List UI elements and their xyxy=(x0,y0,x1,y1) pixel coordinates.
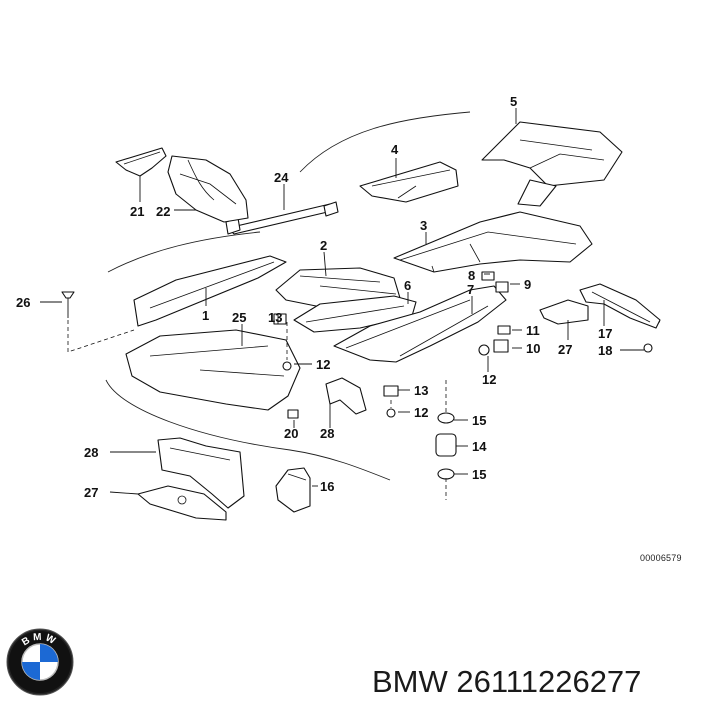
part-27-bracket xyxy=(539,299,589,325)
callout-21: 22 xyxy=(156,204,170,219)
callout-20: 21 xyxy=(130,204,144,219)
callout-17: 17 xyxy=(598,326,612,341)
part-number-label: BMW 26111226277 xyxy=(372,664,642,699)
callout-11: 11 xyxy=(526,323,540,338)
part-23-underbody-panel xyxy=(125,329,301,411)
part-25-plate xyxy=(137,485,227,521)
callout-14: 14 xyxy=(472,439,487,454)
callout-18: 18 xyxy=(598,343,612,358)
callout-23: 25 xyxy=(232,310,246,325)
callout-16: 16 xyxy=(320,479,334,494)
part-16-cover xyxy=(275,467,311,513)
part-4-strip xyxy=(359,161,459,203)
part-1-front-rail xyxy=(133,255,287,327)
part-21-shield xyxy=(167,155,249,223)
callout-26: 28 xyxy=(84,445,98,460)
callout-12-center: 12 xyxy=(414,405,428,420)
svg-text:BMW: BMW xyxy=(20,632,60,649)
callout-3: 3 xyxy=(420,218,427,233)
part-3-tunnel-plate xyxy=(393,211,593,273)
callout-13-left: 13 xyxy=(268,310,282,325)
callout-19: 20 xyxy=(284,426,298,441)
part-7-cross-member xyxy=(333,285,507,363)
guide-lines xyxy=(67,320,447,500)
bmw-logo: BMW xyxy=(6,628,74,696)
callout-labels: 5 4 3 24 21 22 1 2 6 7 8 9 11 10 12 25 1… xyxy=(16,94,612,500)
part-28-clip xyxy=(325,377,367,415)
callout-13-center: 13 xyxy=(414,383,428,398)
callout-12-left: 12 xyxy=(316,357,330,372)
callout-1: 1 xyxy=(202,308,209,323)
callout-10: 10 xyxy=(526,341,540,356)
callout-7: 7 xyxy=(467,282,474,297)
callout-5: 5 xyxy=(510,94,517,109)
callout-15-bottom: 15 xyxy=(472,467,486,482)
callout-8: 8 xyxy=(468,268,475,283)
part-26-bracket xyxy=(157,437,245,509)
callout-25: 27 xyxy=(84,485,98,500)
callout-27: 27 xyxy=(558,342,572,357)
part-22-bar xyxy=(225,201,339,235)
callout-24: 26 xyxy=(16,295,30,310)
callout-4: 4 xyxy=(391,142,399,157)
part-6-plate xyxy=(293,295,417,333)
fasteners xyxy=(61,271,653,480)
part-5-housing xyxy=(481,121,623,207)
callout-15-top: 15 xyxy=(472,413,486,428)
callout-28: 28 xyxy=(320,426,334,441)
callout-22: 24 xyxy=(274,170,289,185)
leader-lines xyxy=(40,108,644,495)
callout-12-right: 12 xyxy=(482,372,496,387)
diagram-reference-code: 00006579 xyxy=(640,553,682,563)
callout-6: 6 xyxy=(404,278,411,293)
callout-9: 9 xyxy=(524,277,531,292)
callout-2: 2 xyxy=(320,238,327,253)
part-17-bracket xyxy=(579,283,661,329)
part-20-bracket xyxy=(115,147,167,177)
